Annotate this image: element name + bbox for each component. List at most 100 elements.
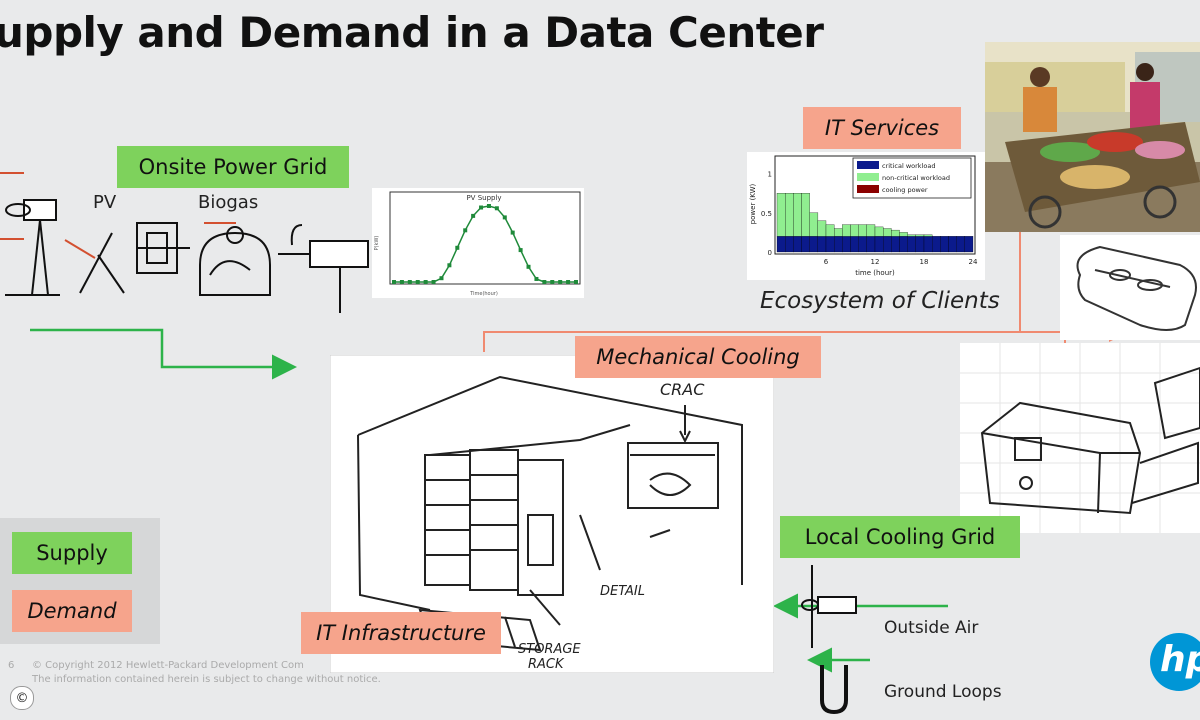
pv-data-point bbox=[407, 280, 412, 284]
pv-data-point bbox=[566, 280, 571, 284]
it-bar-segment bbox=[793, 236, 802, 253]
pv-data-point bbox=[574, 280, 578, 284]
it-legend-swatch bbox=[857, 185, 879, 193]
storage-text: STORAGE bbox=[518, 642, 581, 657]
pv-data-point bbox=[526, 264, 531, 269]
it-bar-segment bbox=[907, 234, 917, 237]
copyright-line-1: © Copyright 2012 Hewlett-Packard Develop… bbox=[32, 660, 304, 671]
biogas-digester-icon bbox=[199, 226, 271, 296]
demand-client-line bbox=[483, 322, 1129, 352]
pv-data-point bbox=[494, 206, 499, 211]
it-infrastructure-label: IT Infrastructure bbox=[301, 612, 501, 654]
it-bar-segment bbox=[923, 234, 933, 237]
wind-turbine-icon bbox=[0, 172, 60, 296]
it-legend-label: critical workload bbox=[882, 162, 935, 170]
it-bar-segment bbox=[964, 236, 974, 253]
onsite-power-grid-label: Onsite Power Grid bbox=[117, 146, 349, 188]
it-bar-segment bbox=[866, 224, 876, 237]
supply-power-line bbox=[30, 328, 297, 380]
it-bar-segment bbox=[834, 228, 843, 237]
pv-chart-title: PV Supply bbox=[466, 194, 501, 202]
pv-data-point bbox=[510, 230, 515, 235]
it-xtick-label: 24 bbox=[969, 258, 978, 266]
sun-arrow bbox=[64, 239, 96, 259]
it-bar-segment bbox=[866, 236, 876, 253]
it-bar-segment bbox=[891, 229, 900, 237]
it-bar-segment bbox=[883, 236, 892, 253]
printer-sketch bbox=[960, 343, 1200, 533]
it-bar-segment bbox=[776, 193, 786, 237]
it-bar-segment bbox=[809, 236, 819, 253]
it-bar-segment bbox=[858, 224, 868, 237]
legend-demand: Demand bbox=[12, 590, 132, 632]
vegetable-market-photo bbox=[985, 42, 1200, 232]
it-bar-segment bbox=[956, 236, 966, 253]
it-bar-segment bbox=[825, 224, 835, 237]
it-xtick-label: 18 bbox=[920, 258, 929, 266]
rack-text: RACK bbox=[528, 657, 565, 672]
it-bar-segment bbox=[915, 236, 925, 253]
pv-data-point bbox=[518, 248, 523, 253]
pv-label: PV bbox=[93, 192, 117, 213]
pv-data-point bbox=[542, 280, 547, 284]
ecosystem-label: Ecosystem of Clients bbox=[760, 288, 1000, 314]
pv-data-point bbox=[423, 280, 428, 284]
it-bar-segment bbox=[883, 228, 892, 237]
pv-data-point bbox=[550, 280, 555, 284]
it-chart-frame bbox=[774, 155, 976, 255]
biogas-label: Biogas bbox=[198, 192, 259, 213]
pv-data-point bbox=[463, 228, 468, 233]
copyright-badge: © bbox=[10, 686, 34, 710]
it-bar-segment bbox=[842, 236, 851, 253]
ground-loop-icon bbox=[820, 665, 848, 715]
pv-data-point bbox=[415, 280, 420, 284]
page-number: 6 bbox=[8, 660, 15, 671]
it-bar-segment bbox=[801, 236, 810, 253]
pv-data-point bbox=[447, 263, 452, 268]
mechanical-cooling-label: Mechanical Cooling bbox=[575, 336, 821, 378]
it-bar-segment bbox=[850, 224, 859, 237]
pv-data-point bbox=[479, 205, 484, 210]
local-cooling-grid-label: Local Cooling Grid bbox=[780, 516, 1020, 558]
it-bar-segment bbox=[785, 236, 794, 253]
pv-data-point bbox=[455, 245, 460, 250]
it-legend-swatch bbox=[857, 161, 879, 169]
pv-data-point bbox=[502, 215, 507, 220]
it-ytick-label: 0.5 bbox=[761, 210, 772, 218]
pv-data-point bbox=[486, 204, 491, 208]
generator-icon bbox=[278, 224, 369, 313]
it-chart-xlabel: time (hour) bbox=[855, 269, 895, 277]
pv-data-point bbox=[471, 213, 476, 218]
it-bar-segment bbox=[817, 220, 827, 237]
it-bar-segment bbox=[793, 193, 802, 237]
phone-sketch bbox=[1060, 235, 1200, 340]
it-bar-segment bbox=[923, 236, 933, 253]
it-bar-segment bbox=[915, 234, 925, 237]
pv-panel-icon bbox=[79, 232, 125, 294]
pv-supply-chart: PV Supply Time(hour) P(kW) bbox=[372, 188, 584, 298]
it-ytick-label: 0 bbox=[768, 249, 772, 257]
it-bar-segment bbox=[907, 236, 917, 253]
it-services-label: IT Services bbox=[803, 107, 961, 149]
it-bar-segment bbox=[899, 232, 908, 237]
pv-data-point bbox=[431, 280, 436, 284]
it-bar-segment bbox=[932, 236, 941, 253]
it-legend-swatch bbox=[857, 173, 879, 181]
pv-data-point bbox=[558, 280, 563, 284]
crac-text: CRAC bbox=[660, 380, 705, 399]
it-chart-ylabel: power (KW) bbox=[749, 183, 757, 224]
ground-loops-label: Ground Loops bbox=[884, 682, 1002, 702]
it-ytick-label: 1 bbox=[768, 171, 772, 179]
power-generation-sketch bbox=[0, 172, 369, 313]
pv-data-point bbox=[392, 280, 396, 284]
it-bar-segment bbox=[899, 236, 908, 253]
slide-title: upply and Demand in a Data Center bbox=[0, 8, 824, 57]
cooling-equipment-sketch bbox=[801, 565, 857, 715]
it-xtick-label: 6 bbox=[824, 258, 829, 266]
it-bar-segment bbox=[858, 236, 868, 253]
pv-chart-ylabel: P(kW) bbox=[374, 236, 380, 251]
it-bar-segment bbox=[825, 236, 835, 253]
it-bar-segment bbox=[785, 193, 794, 237]
air-unit-icon bbox=[817, 596, 857, 614]
